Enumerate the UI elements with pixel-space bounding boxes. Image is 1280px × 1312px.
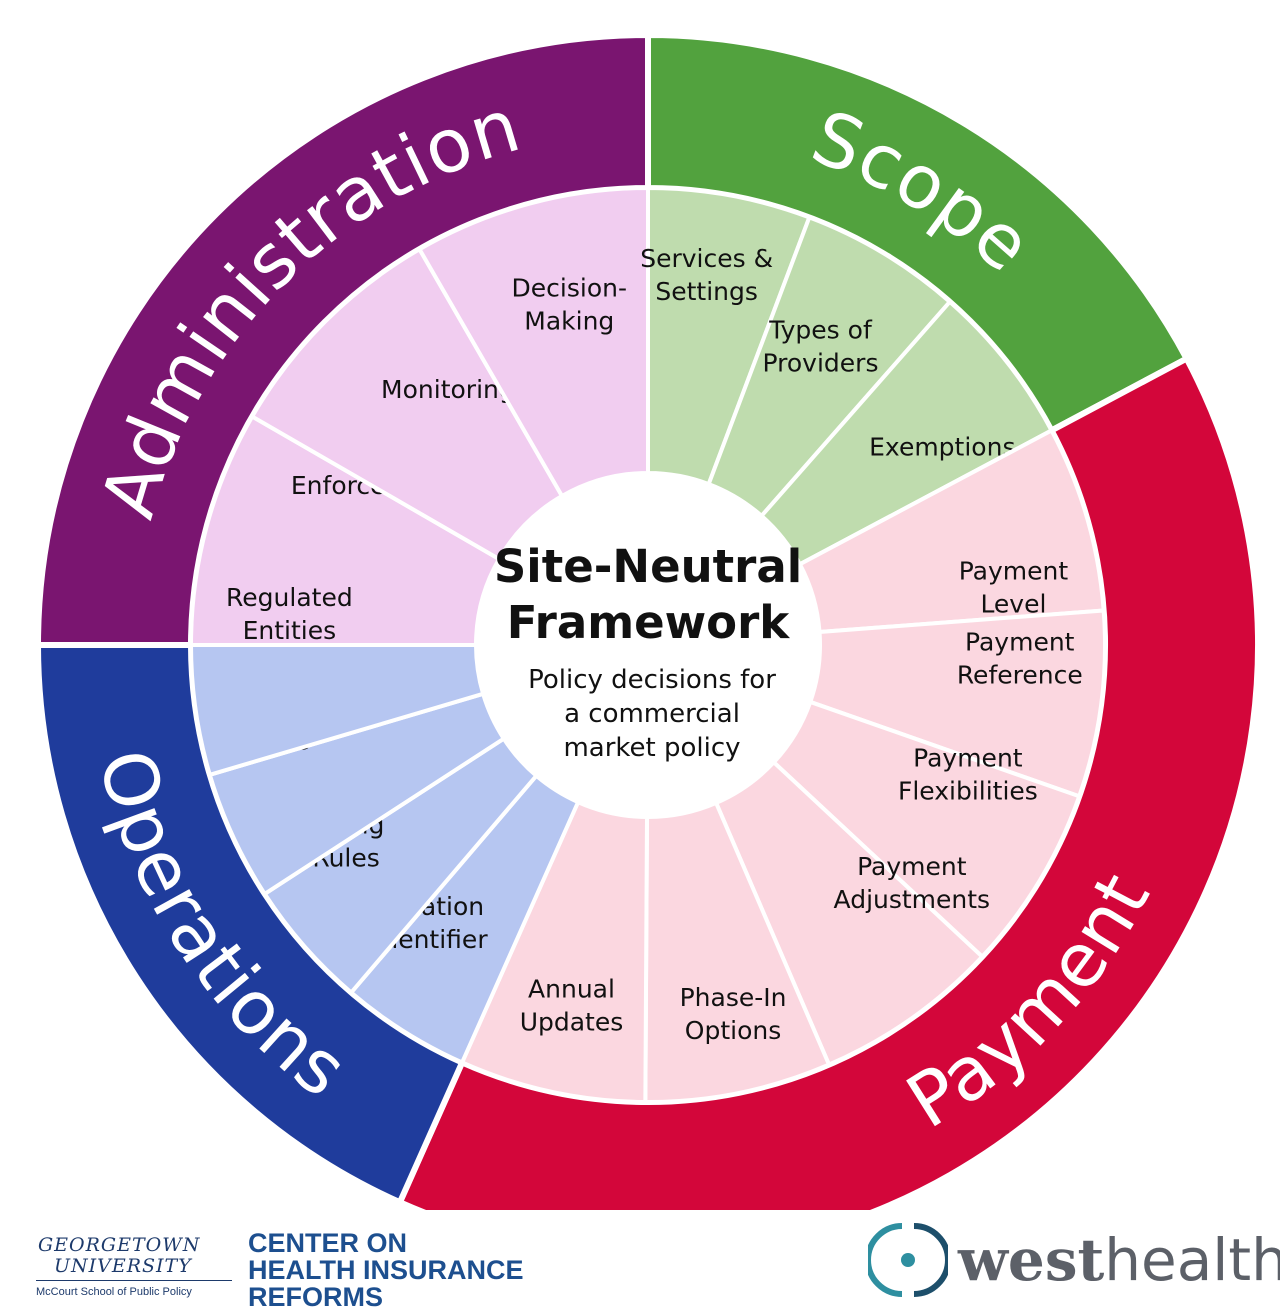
operations-segment-label: Entities <box>243 616 337 645</box>
payment-segment-label: Payment <box>857 852 967 881</box>
payment-segment-label: Adjustments <box>834 885 991 914</box>
georgetown-chir-logo: GEORGETOWN UNIVERSITY McCourt School of … <box>34 1228 594 1311</box>
center-title-line2: Framework <box>507 596 791 649</box>
payment-segment-label: Payment <box>965 627 1075 656</box>
center-circle: Site-Neutral Framework Policy decisions … <box>476 473 820 817</box>
administration-segment-label: Making <box>524 306 614 335</box>
payment-segment-label: Phase-In <box>680 983 787 1012</box>
center-subtitle-line2: a commercial <box>564 699 740 729</box>
scope-segment-label: Services & <box>640 244 773 273</box>
payment-segment-label: Reference <box>957 660 1083 689</box>
payment-segment-label: Updates <box>520 1007 624 1036</box>
georgetown-divider <box>36 1280 232 1281</box>
scope-segment-label: Types of <box>768 316 873 345</box>
scope-segment-label: Providers <box>763 349 879 378</box>
scope-segment-label: Settings <box>655 277 758 306</box>
payment-segment-label: Payment <box>959 557 1069 586</box>
inner-ring: EnforcementMonitoringDecision-MakingServ… <box>188 185 1107 1105</box>
west-health-word-bold: west <box>958 1226 1105 1294</box>
chir-wordmark: CENTER ON HEALTH INSURANCE REFORMS <box>248 1230 524 1311</box>
administration-segment-label: Monitoring <box>381 375 515 404</box>
west-health-logo: westhealth <box>868 1218 1280 1304</box>
west-health-circle-icon <box>868 1223 948 1297</box>
georgetown-wordmark-line1: GEORGETOWN <box>38 1234 201 1256</box>
chir-line1: CENTER ON <box>248 1228 408 1258</box>
west-health-word-light: health <box>1104 1226 1280 1294</box>
center-subtitle-line3: market policy <box>563 733 740 763</box>
administration-segment-label: Decision- <box>512 273 627 302</box>
center-title-line1: Site-Neutral <box>494 540 802 593</box>
payment-segment-label: Flexibilities <box>898 777 1038 806</box>
chir-line2: HEALTH INSURANCE <box>248 1255 524 1285</box>
georgetown-wordmark-line2: UNIVERSITY <box>54 1255 192 1277</box>
payment-segment-label: Options <box>685 1016 781 1045</box>
chir-line3: REFORMS <box>248 1282 383 1312</box>
mccourt-school-label: McCourt School of Public Policy <box>36 1286 192 1298</box>
west-health-wordmark: westhealth <box>958 1226 1280 1294</box>
payment-segment-label: Annual <box>528 974 615 1003</box>
scope-segment-label: Exemptions <box>869 432 1015 461</box>
operations-segment-label: Regulated <box>226 583 353 612</box>
center-subtitle-line1: Policy decisions for <box>528 665 776 695</box>
payment-segment-label: Payment <box>913 744 1023 773</box>
